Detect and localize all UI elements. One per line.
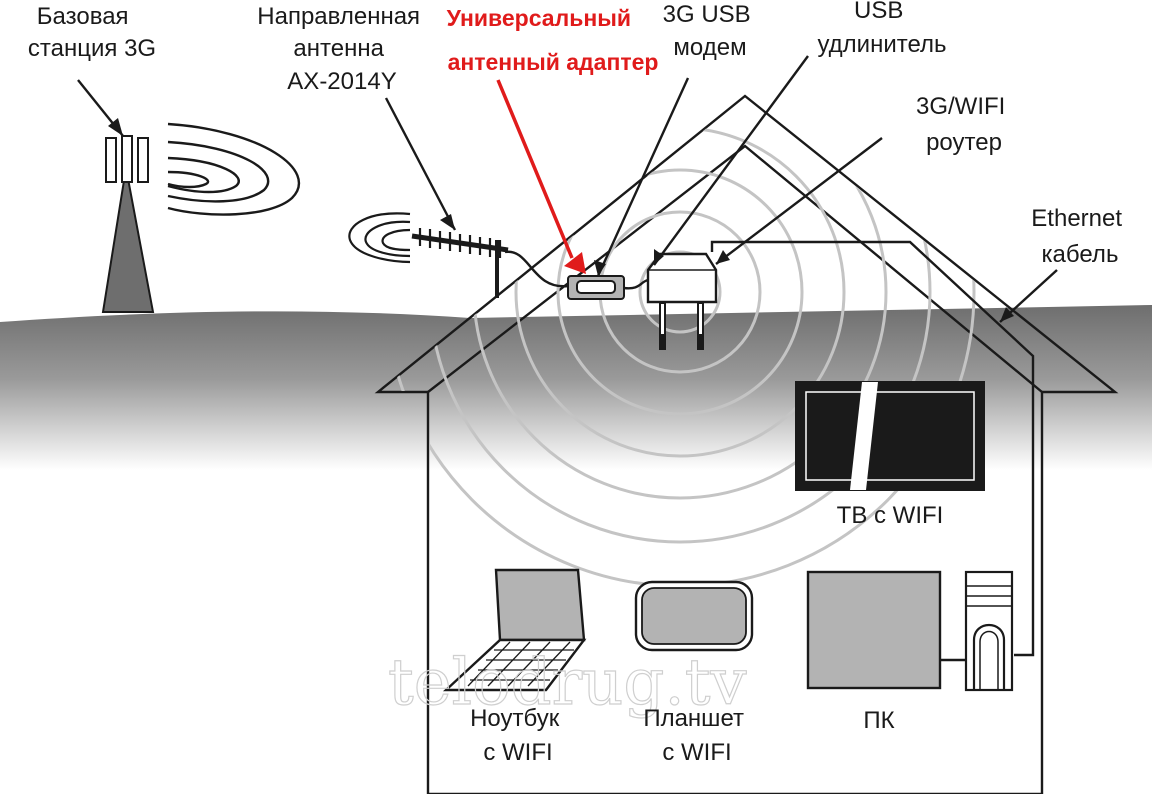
tv-icon [795, 381, 985, 491]
label-directional-antenna: Направленная антенна AX-2014Y [257, 3, 426, 95]
label-universal-adapter: Универсальный антенный адаптер [447, 5, 659, 75]
label-router: 3G/WIFI роутер [916, 93, 1012, 156]
modem-icon [576, 280, 616, 294]
tablet-icon [634, 580, 754, 652]
laptop-icon [442, 568, 587, 692]
label-base-station: Базовая станция 3G [28, 3, 156, 62]
monitor-icon [806, 570, 966, 690]
adapter-pointer-arrowhead [564, 252, 586, 274]
label-laptop: Ноутбук с WIFI [470, 705, 566, 766]
label-usb-modem: 3G USB модем [663, 1, 758, 61]
label-pc: ПК [863, 707, 894, 734]
pc-case-icon [964, 570, 1014, 692]
house-roof [374, 94, 1119, 794]
label-tablet: Планшет с WIFI [643, 705, 750, 766]
tower-signal-waves [167, 122, 300, 216]
watermark: telodrug.tv [388, 646, 747, 720]
antenna-icon [348, 212, 509, 298]
label-tv: ТВ с WIFI [837, 502, 944, 529]
antenna-cable [504, 250, 569, 288]
label-usb-extender: USB удлинитель [817, 0, 946, 58]
tower-icon [101, 135, 155, 313]
pointer-arrowheads [108, 118, 1014, 322]
ethernet-cable [710, 240, 1035, 657]
house-inner-wall [427, 144, 1043, 393]
adapter-pointer-line [496, 79, 574, 259]
usb-extender-cable [623, 278, 649, 290]
label-ethernet-cable: Ethernet кабель [1031, 205, 1128, 268]
